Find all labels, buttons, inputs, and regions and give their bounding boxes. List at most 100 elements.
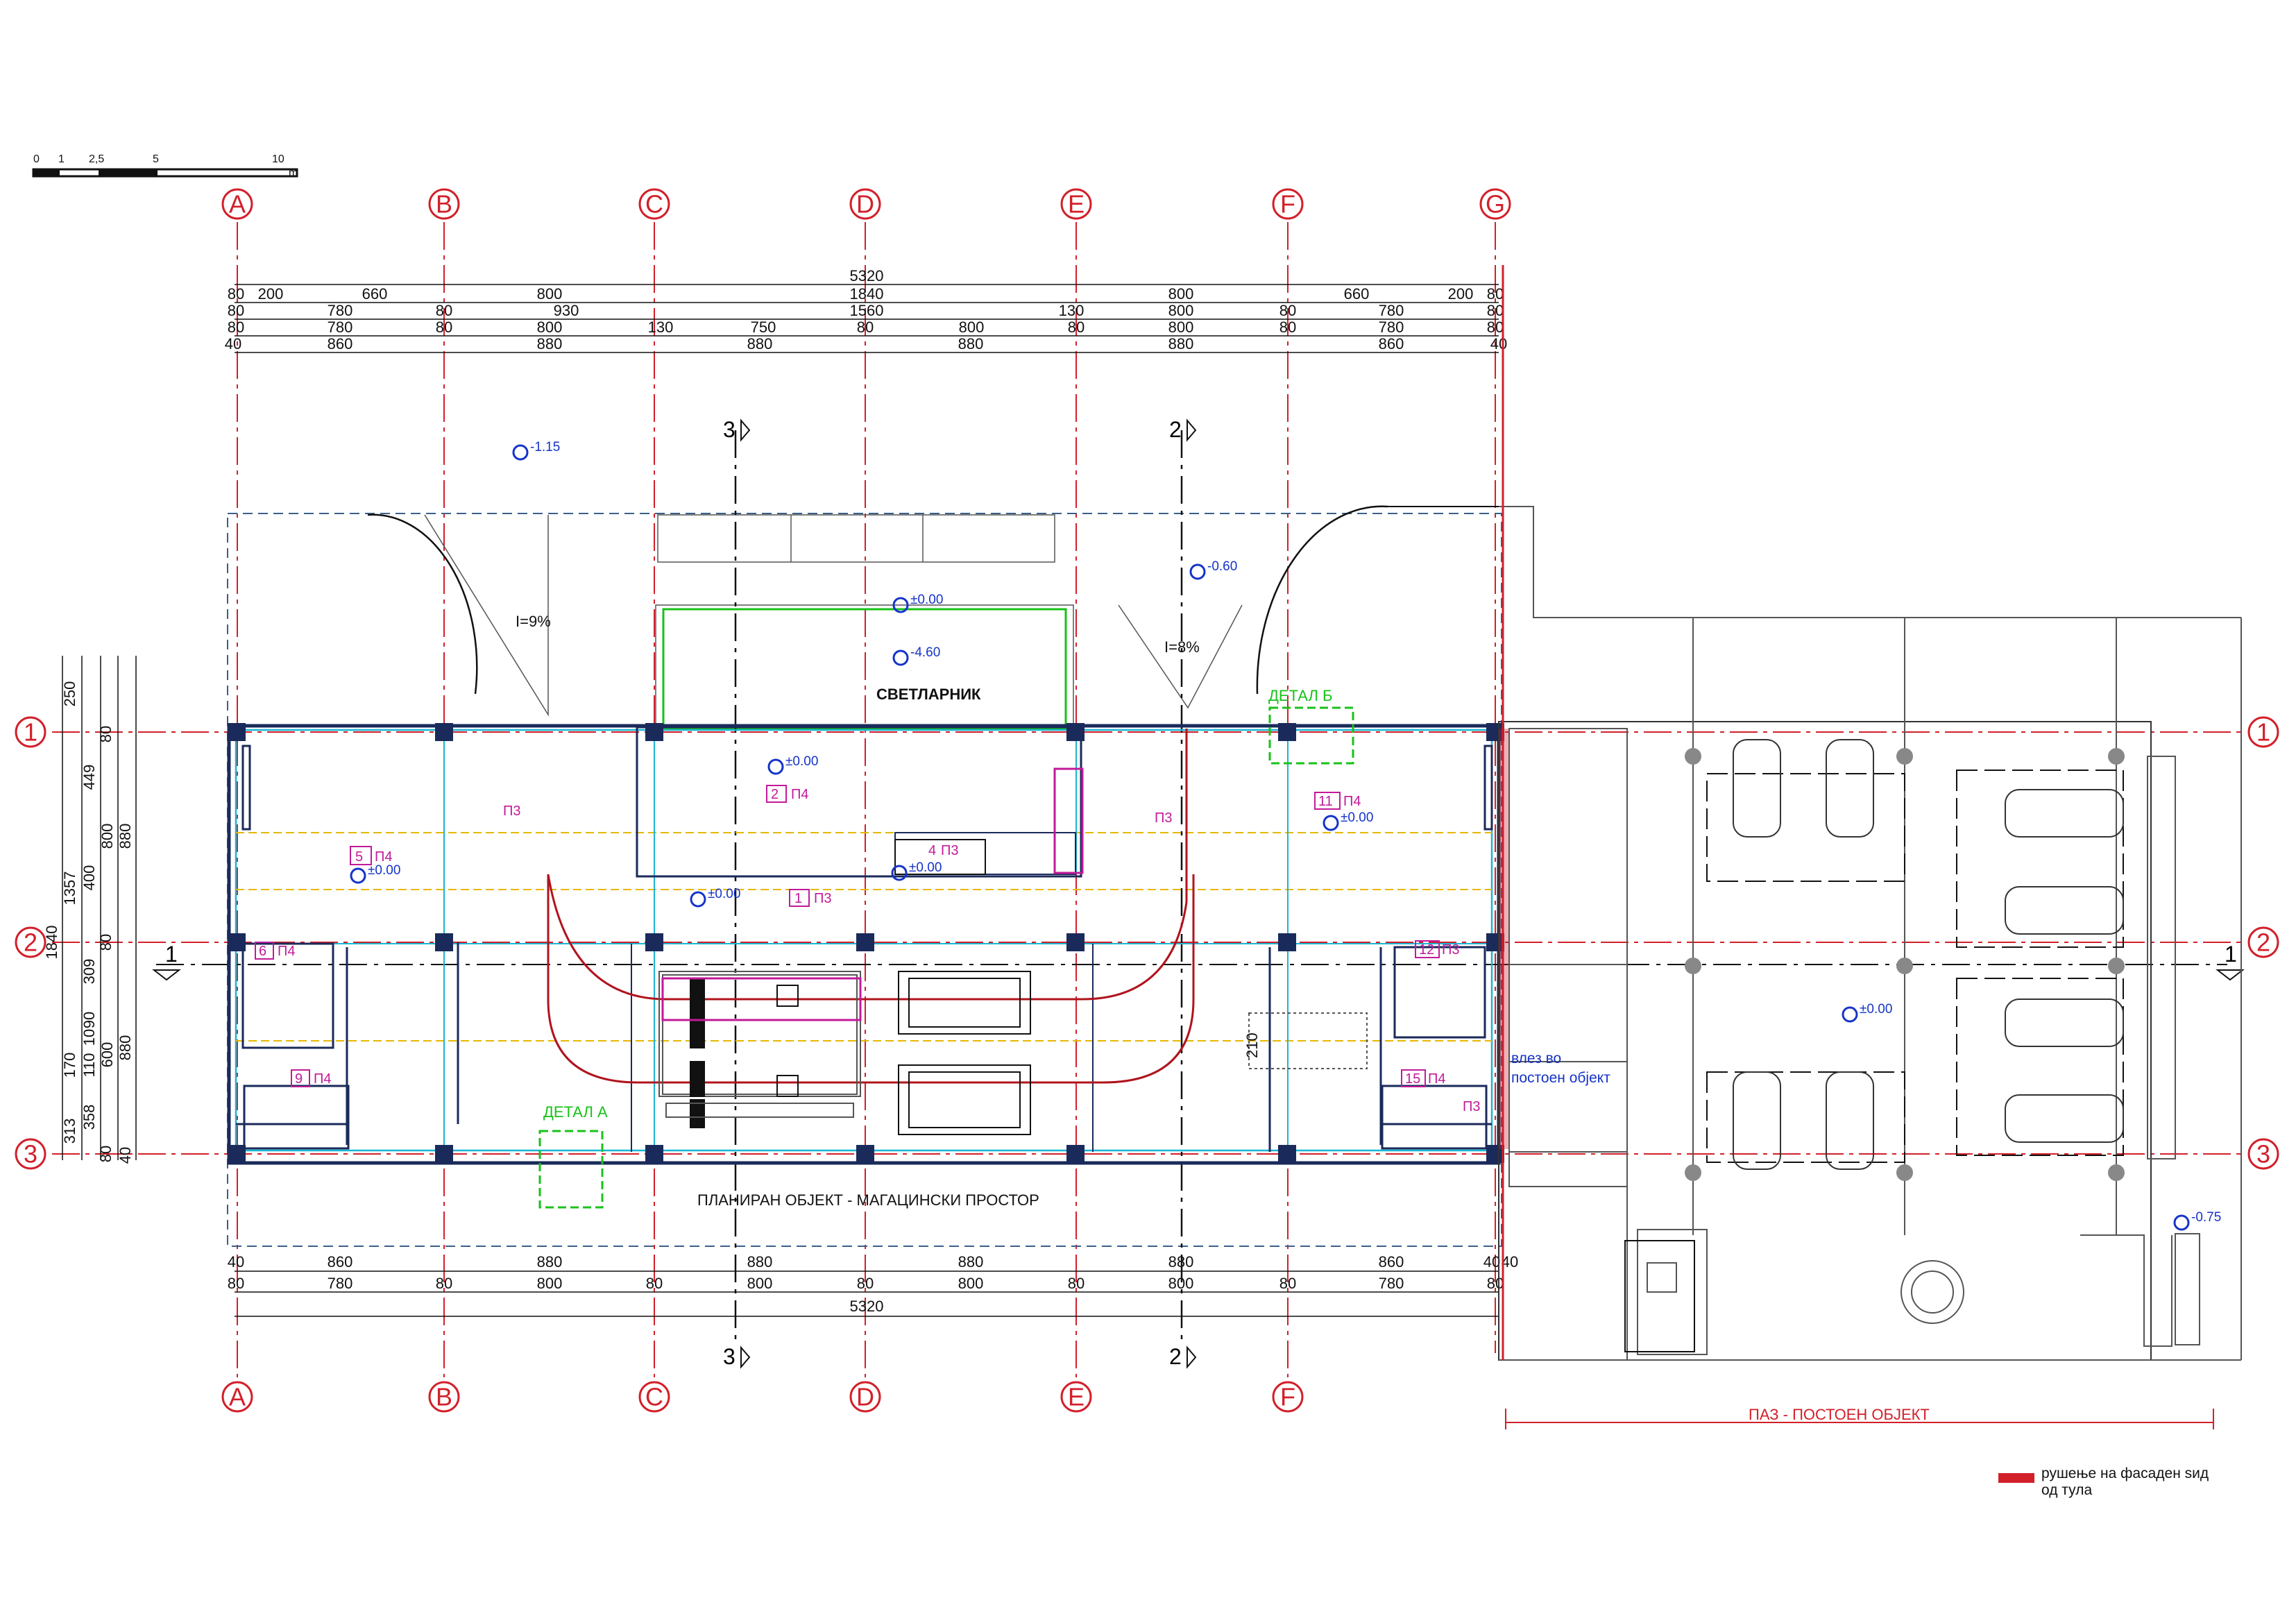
detail-markers xyxy=(538,706,1354,1209)
legend-line-2: од тула xyxy=(2041,1482,2092,1498)
svg-text:80: 80 xyxy=(436,1275,452,1292)
existing-building-dim xyxy=(1505,1409,2214,1429)
svg-text:П3: П3 xyxy=(1155,810,1173,826)
interior-fixtures xyxy=(658,839,1368,1135)
svg-text:170: 170 xyxy=(61,1053,78,1078)
slope-right: I=8% xyxy=(1164,638,1200,656)
svg-text:880: 880 xyxy=(117,824,134,849)
svg-text:400: 400 xyxy=(80,865,98,891)
svg-text:80: 80 xyxy=(228,285,244,303)
entrance-label-2: постоен објект xyxy=(1511,1070,1610,1086)
grid-col-c-top: C xyxy=(645,190,663,219)
svg-text:860: 860 xyxy=(328,335,353,352)
svg-text:358: 358 xyxy=(80,1105,98,1130)
svg-text:130: 130 xyxy=(1059,302,1085,319)
svg-text:±0.00: ±0.00 xyxy=(708,887,740,901)
svg-text:±0.00: ±0.00 xyxy=(910,593,943,607)
svg-text:80: 80 xyxy=(436,302,452,319)
detail-b-label: ДЕТАЛ Б xyxy=(1268,687,1332,704)
svg-text:П4: П4 xyxy=(1343,794,1361,809)
svg-text:±0.00: ±0.00 xyxy=(785,754,818,769)
svg-text:80: 80 xyxy=(1279,1275,1296,1292)
room-tag-9: 9 П4 xyxy=(291,1069,332,1087)
svg-text:40: 40 xyxy=(1502,1253,1518,1271)
svg-text:80: 80 xyxy=(1279,318,1296,336)
svg-text:860: 860 xyxy=(1379,335,1404,352)
svg-text:80: 80 xyxy=(1487,302,1504,319)
parked-cars xyxy=(1733,739,2124,1170)
structural-columns xyxy=(228,723,1504,1163)
svg-text:1: 1 xyxy=(165,942,178,967)
grid-row-2-left: 2 xyxy=(24,928,37,957)
legend-swatch xyxy=(1998,1473,2034,1483)
existing-columns xyxy=(1685,748,2125,1181)
svg-text:800: 800 xyxy=(958,1275,984,1292)
grid-col-f-bottom: F xyxy=(1280,1383,1295,1411)
grid-row-1-left: 1 xyxy=(24,718,37,747)
svg-text:15: 15 xyxy=(1405,1071,1420,1087)
grid-col-f-top: F xyxy=(1280,190,1295,219)
room-tag-4: 4 П3 xyxy=(928,843,959,858)
svg-text:П3: П3 xyxy=(941,843,959,858)
svg-text:800: 800 xyxy=(99,824,116,849)
svg-text:40: 40 xyxy=(117,1147,134,1164)
svg-text:780: 780 xyxy=(328,318,353,336)
svg-text:-4.60: -4.60 xyxy=(910,645,940,660)
grid-col-a-top: A xyxy=(229,190,246,219)
svg-text:П4: П4 xyxy=(375,849,393,865)
svg-text:1: 1 xyxy=(794,891,802,906)
svg-text:780: 780 xyxy=(328,1275,353,1292)
scale-tick-2: 2,5 xyxy=(89,153,104,165)
svg-text:130: 130 xyxy=(648,318,674,336)
svg-text:80: 80 xyxy=(1279,302,1296,319)
svg-text:9: 9 xyxy=(295,1071,303,1087)
existing-building-label: ПАЗ - ПОСТОЕН ОБЈЕКТ xyxy=(1749,1406,1930,1423)
svg-text:П3: П3 xyxy=(1463,1099,1481,1114)
svg-text:±0.00: ±0.00 xyxy=(909,860,942,875)
svg-text:3: 3 xyxy=(723,1344,735,1369)
svg-text:800: 800 xyxy=(747,1275,773,1292)
legend-line-1: рушење на фасаден ѕид xyxy=(2041,1465,2209,1481)
svg-text:860: 860 xyxy=(1379,1253,1404,1271)
svg-text:40: 40 xyxy=(225,335,241,352)
svg-text:880: 880 xyxy=(117,1035,134,1061)
svg-text:800: 800 xyxy=(1168,285,1194,303)
svg-text:90: 90 xyxy=(80,1012,98,1028)
svg-text:±0.00: ±0.00 xyxy=(368,863,400,878)
svg-text:313: 313 xyxy=(61,1119,78,1144)
grid-col-e-top: E xyxy=(1068,190,1085,219)
svg-text:880: 880 xyxy=(958,335,984,352)
svg-text:1: 1 xyxy=(2225,942,2237,967)
svg-text:1840: 1840 xyxy=(850,285,884,303)
grid-column-bubbles-bottom: A B C D E F xyxy=(221,1381,1304,1413)
dim-top-total: 5320 xyxy=(850,267,884,284)
svg-text:40: 40 xyxy=(1483,1253,1500,1271)
svg-text:750: 750 xyxy=(751,318,776,336)
site-outline xyxy=(227,505,1533,1247)
detail-a-label: ДЕТАЛ А xyxy=(543,1103,608,1121)
room-tag-15: 15 П4 xyxy=(1401,1069,1446,1087)
svg-text:±0.00: ±0.00 xyxy=(1860,1002,1892,1017)
svg-text:4: 4 xyxy=(928,843,936,858)
scale-bar: 0 1 2,5 5 10 m xyxy=(32,153,298,179)
svg-text:П3: П3 xyxy=(814,891,832,906)
left-dimension-chains xyxy=(62,656,137,1160)
dims-bottom-row1: 40 860 880 880 880 880 860 40 40 xyxy=(228,1253,1518,1271)
dims-top-row1: 80 200 660 800 1840 800 660 200 80 xyxy=(228,285,1504,303)
svg-text:П4: П4 xyxy=(1428,1071,1446,1087)
svg-text:П4: П4 xyxy=(314,1071,332,1087)
grid-col-b-top: B xyxy=(436,190,452,219)
svg-text:880: 880 xyxy=(747,1253,773,1271)
svg-text:5: 5 xyxy=(355,849,363,865)
svg-text:6: 6 xyxy=(259,944,266,959)
svg-text:880: 880 xyxy=(537,1253,563,1271)
svg-text:-1.15: -1.15 xyxy=(530,440,560,454)
room-tag-5: 5 П4 xyxy=(350,846,393,865)
svg-text:±0.00: ±0.00 xyxy=(1341,810,1373,825)
grid-col-e-bottom: E xyxy=(1068,1383,1085,1411)
svg-text:930: 930 xyxy=(554,302,579,319)
dim-210: 210 xyxy=(1243,1033,1261,1058)
